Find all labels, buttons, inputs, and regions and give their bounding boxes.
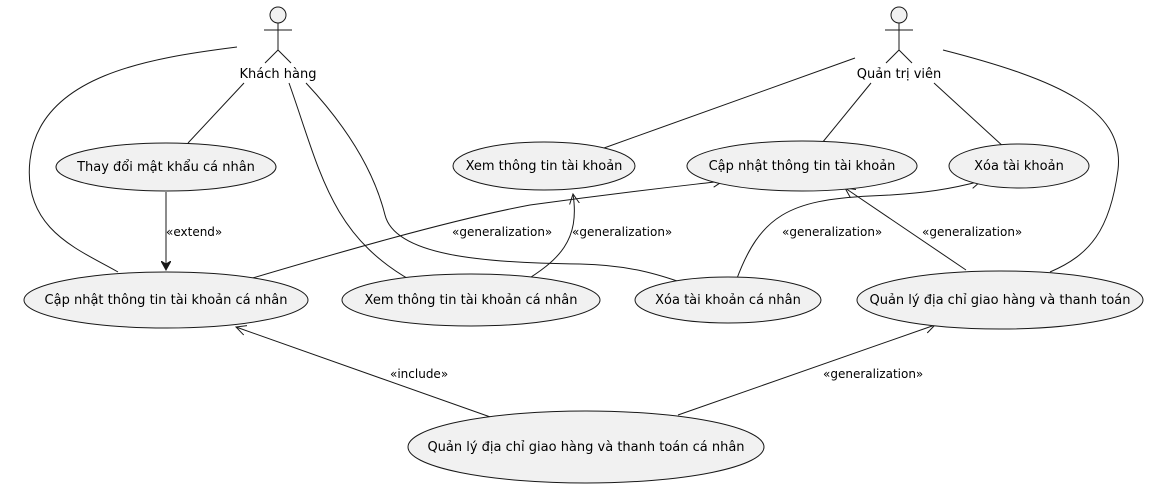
edge-khachhang-capnhatcanhan bbox=[28, 46, 238, 273]
label-gen-xemcanhan: «generalization» bbox=[572, 225, 672, 239]
usecase-label: Xem thông tin tài khoản cá nhân bbox=[365, 293, 578, 308]
usecase-label: Quản lý địa chỉ giao hàng và thanh toán bbox=[869, 293, 1130, 308]
edge-labels: «extend» «generalization» «generalizatio… bbox=[166, 225, 1022, 381]
usecases: Thay đổi mật khẩu cá nhân Xem thông tin … bbox=[23, 140, 1144, 484]
actor-body-icon bbox=[264, 23, 292, 64]
edge-quantri-capnhat bbox=[821, 82, 872, 144]
usecase-label: Cập nhật thông tin tài khoản bbox=[709, 159, 896, 174]
edge-gen-capnhatcanhan bbox=[245, 181, 723, 281]
actor-khach-hang bbox=[264, 6, 292, 64]
edge-quantri-xoa bbox=[933, 82, 1006, 149]
edge-khachhang-xoacanhan bbox=[305, 82, 684, 284]
edge-khachhang-thaydoimatkhau bbox=[187, 82, 245, 144]
edge-include bbox=[236, 327, 497, 420]
usecase-xoa-tai-khoan-ca-nhan: Xóa tài khoản cá nhân bbox=[634, 276, 822, 324]
label-gen-quanlydiachi: «generalization» bbox=[922, 225, 1022, 239]
usecase-label: Xem thông tin tài khoản bbox=[466, 159, 623, 174]
usecase-quan-ly-dia-chi: Quản lý địa chỉ giao hàng và thanh toán bbox=[856, 270, 1144, 330]
edge-quantri-quanlydiachi bbox=[942, 49, 1119, 273]
actor-body-icon bbox=[885, 23, 913, 64]
usecase-thay-doi-mat-khau: Thay đổi mật khẩu cá nhân bbox=[55, 142, 277, 192]
label-gen-capnhatcanhan: «generalization» bbox=[452, 225, 552, 239]
label-include: «include» bbox=[390, 367, 448, 381]
edges bbox=[28, 46, 1119, 420]
label-gen-quanlycanhan: «generalization» bbox=[823, 367, 923, 381]
usecase-label: Xóa tài khoản cá nhân bbox=[655, 293, 801, 308]
usecase-label: Xóa tài khoản bbox=[974, 159, 1064, 174]
actor-head-icon bbox=[269, 6, 287, 24]
actor-label-quan-tri-vien: Quản trị viên bbox=[857, 67, 942, 82]
usecase-label: Cập nhật thông tin tài khoản cá nhân bbox=[45, 293, 288, 308]
usecase-xem-thong-tin-tai-khoan-ca-nhan: Xem thông tin tài khoản cá nhân bbox=[341, 273, 601, 327]
usecase-cap-nhat-thong-tin-tai-khoan-ca-nhan: Cập nhật thông tin tài khoản cá nhân bbox=[23, 271, 309, 329]
usecase-xoa-tai-khoan: Xóa tài khoản bbox=[948, 143, 1090, 189]
label-gen-xoacanhan: «generalization» bbox=[782, 225, 882, 239]
edge-khachhang-xemcanhan bbox=[288, 82, 413, 282]
usecase-cap-nhat-thong-tin-tai-khoan: Cập nhật thông tin tài khoản bbox=[686, 140, 918, 192]
edge-gen-xoacanhan bbox=[735, 181, 981, 282]
usecase-quan-ly-dia-chi-ca-nhan: Quản lý địa chỉ giao hàng và thanh toán … bbox=[407, 410, 765, 484]
actor-quan-tri-vien bbox=[885, 6, 913, 64]
usecase-label: Quản lý địa chỉ giao hàng và thanh toán … bbox=[427, 440, 744, 455]
edge-gen-quanlydiachi bbox=[845, 188, 967, 271]
actor-label-khach-hang: Khách hàng bbox=[240, 67, 317, 82]
usecase-label: Thay đổi mật khẩu cá nhân bbox=[76, 160, 255, 175]
label-extend: «extend» bbox=[166, 225, 222, 239]
edge-gen-quanlycanhan bbox=[677, 325, 935, 416]
edge-quantri-xemthongtin bbox=[603, 57, 856, 149]
usecase-xem-thong-tin-tai-khoan: Xem thông tin tài khoản bbox=[452, 141, 636, 191]
actor-head-icon bbox=[890, 6, 908, 24]
edge-gen-xemcanhan bbox=[519, 194, 574, 285]
